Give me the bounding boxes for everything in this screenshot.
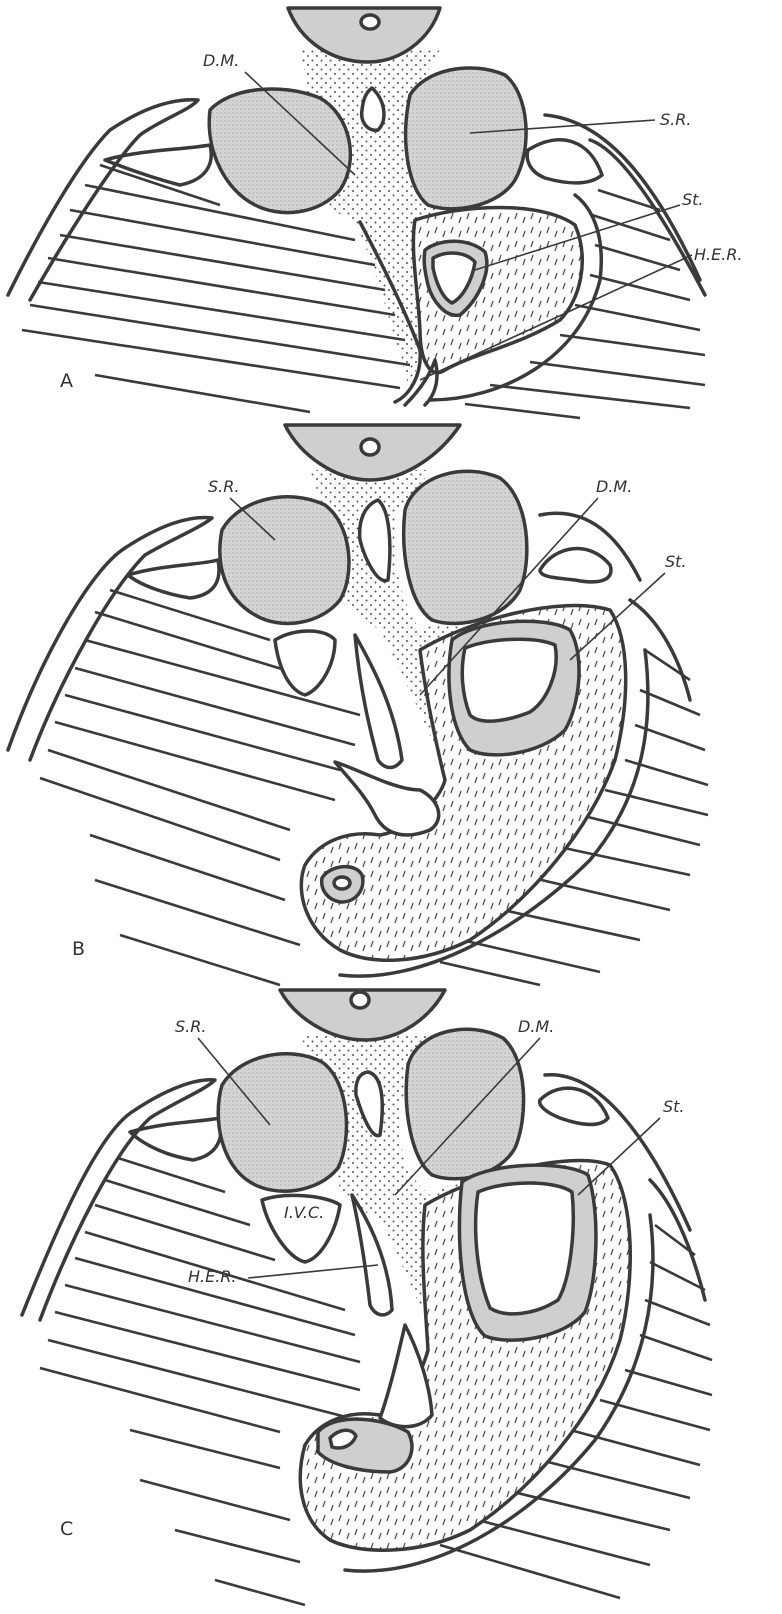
suprarenal-right-a (406, 68, 526, 209)
gut-loop-lumen-b (334, 877, 350, 889)
label-her-c: H.E.R. (188, 1267, 237, 1286)
leader-her-c (248, 1265, 378, 1278)
panel-letter-b: B (72, 938, 85, 960)
label-sr-c: S.R. (175, 1017, 206, 1036)
panel-a: D.M. S.R. St. H.E.R. A (8, 8, 743, 418)
label-dm-a: D.M. (203, 51, 239, 70)
ivc-b (335, 762, 439, 835)
panel-c: S.R. D.M. St. I.V.C. H.E.R. C (22, 990, 712, 1605)
suprarenal-right-c (406, 1029, 523, 1179)
suprarenal-right-b (404, 471, 527, 623)
suprarenal-left-b (220, 497, 349, 624)
label-st-c: St. (663, 1097, 685, 1116)
stomach-lumen-c (476, 1183, 574, 1314)
label-ivc-c: I.V.C. (284, 1203, 324, 1222)
label-st-b: St. (665, 552, 687, 571)
aorta-lumen-b (361, 439, 379, 455)
small-vessel-b (275, 631, 335, 695)
label-sr-a: S.R. (660, 110, 691, 129)
panel-letter-a: A (60, 370, 73, 392)
label-her-a: H.E.R. (694, 245, 743, 264)
label-dm-b: D.M. (596, 477, 632, 496)
pleural-fold-left (105, 145, 211, 185)
label-sr-b: S.R. (208, 477, 239, 496)
panel-b: S.R. D.M. St. B (8, 425, 708, 985)
aorta-lumen-a (361, 15, 379, 29)
aorta-lumen-c (351, 992, 369, 1008)
suprarenal-left-c (218, 1054, 346, 1191)
label-dm-c: D.M. (518, 1017, 554, 1036)
pleural-fold-right-b (540, 549, 611, 582)
panel-letter-c: C (60, 1518, 73, 1540)
pleural-fold-right (527, 140, 602, 183)
label-st-a: St. (682, 190, 704, 209)
body-wall-left-c (22, 1080, 215, 1320)
body-wall-left (8, 100, 198, 300)
pleural-fold-left-b (128, 560, 219, 598)
ivc-lower-c (380, 1325, 432, 1427)
